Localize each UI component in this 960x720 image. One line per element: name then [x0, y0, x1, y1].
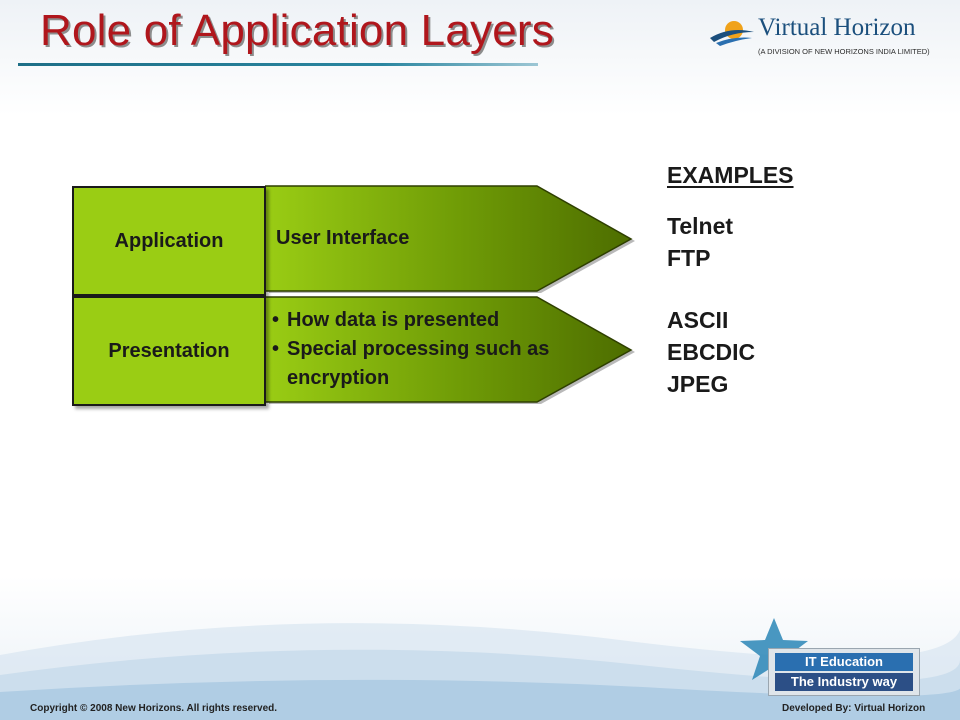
example-item: FTP — [667, 245, 711, 271]
presentation-layer-label: Presentation — [108, 339, 230, 362]
footer-wave — [0, 623, 960, 720]
presentation-layer-box: Presentation — [72, 296, 266, 406]
application-examples: Telnet FTP — [667, 210, 733, 274]
sun-horizon-icon — [710, 21, 754, 46]
bullet-item: Special processing such as encryption — [272, 335, 572, 393]
application-layer-label: Application — [114, 229, 224, 252]
example-item: ASCII — [667, 307, 729, 333]
badge-card: IT Education The Industry way — [768, 648, 920, 696]
brand-subtitle: (A DIVISION OF NEW HORIZONS INDIA LIMITE… — [758, 47, 930, 56]
footer-copyright: Copyright © 2008 New Horizons. All right… — [30, 703, 278, 714]
bullet-item: How data is presented — [272, 306, 572, 335]
example-item: JPEG — [667, 371, 729, 397]
footer-developed-by: Developed By: Virtual Horizon — [782, 703, 926, 714]
application-layer-box: Application — [72, 186, 266, 296]
title-underline — [18, 63, 538, 66]
example-item: EBCDIC — [667, 339, 756, 365]
user-interface-label: User Interface — [276, 227, 410, 249]
brand-name: Virtual Horizon — [758, 14, 916, 41]
badge-line-2: The Industry way — [775, 673, 913, 691]
user-interface-arrow — [265, 185, 635, 293]
it-education-badge: IT Education The Industry way — [738, 618, 928, 698]
examples-heading: EXAMPLES — [667, 162, 794, 188]
presentation-examples: ASCII EBCDIC JPEG — [667, 304, 755, 400]
slide-title: Role of Application Layers — [40, 6, 554, 55]
brand-logo: Virtual Horizon (A DIVISION OF NEW HORIZ… — [708, 12, 948, 62]
example-item: Telnet — [667, 213, 734, 239]
badge-line-1: IT Education — [775, 653, 913, 671]
presentation-bullets: How data is presented Special processing… — [272, 306, 572, 393]
